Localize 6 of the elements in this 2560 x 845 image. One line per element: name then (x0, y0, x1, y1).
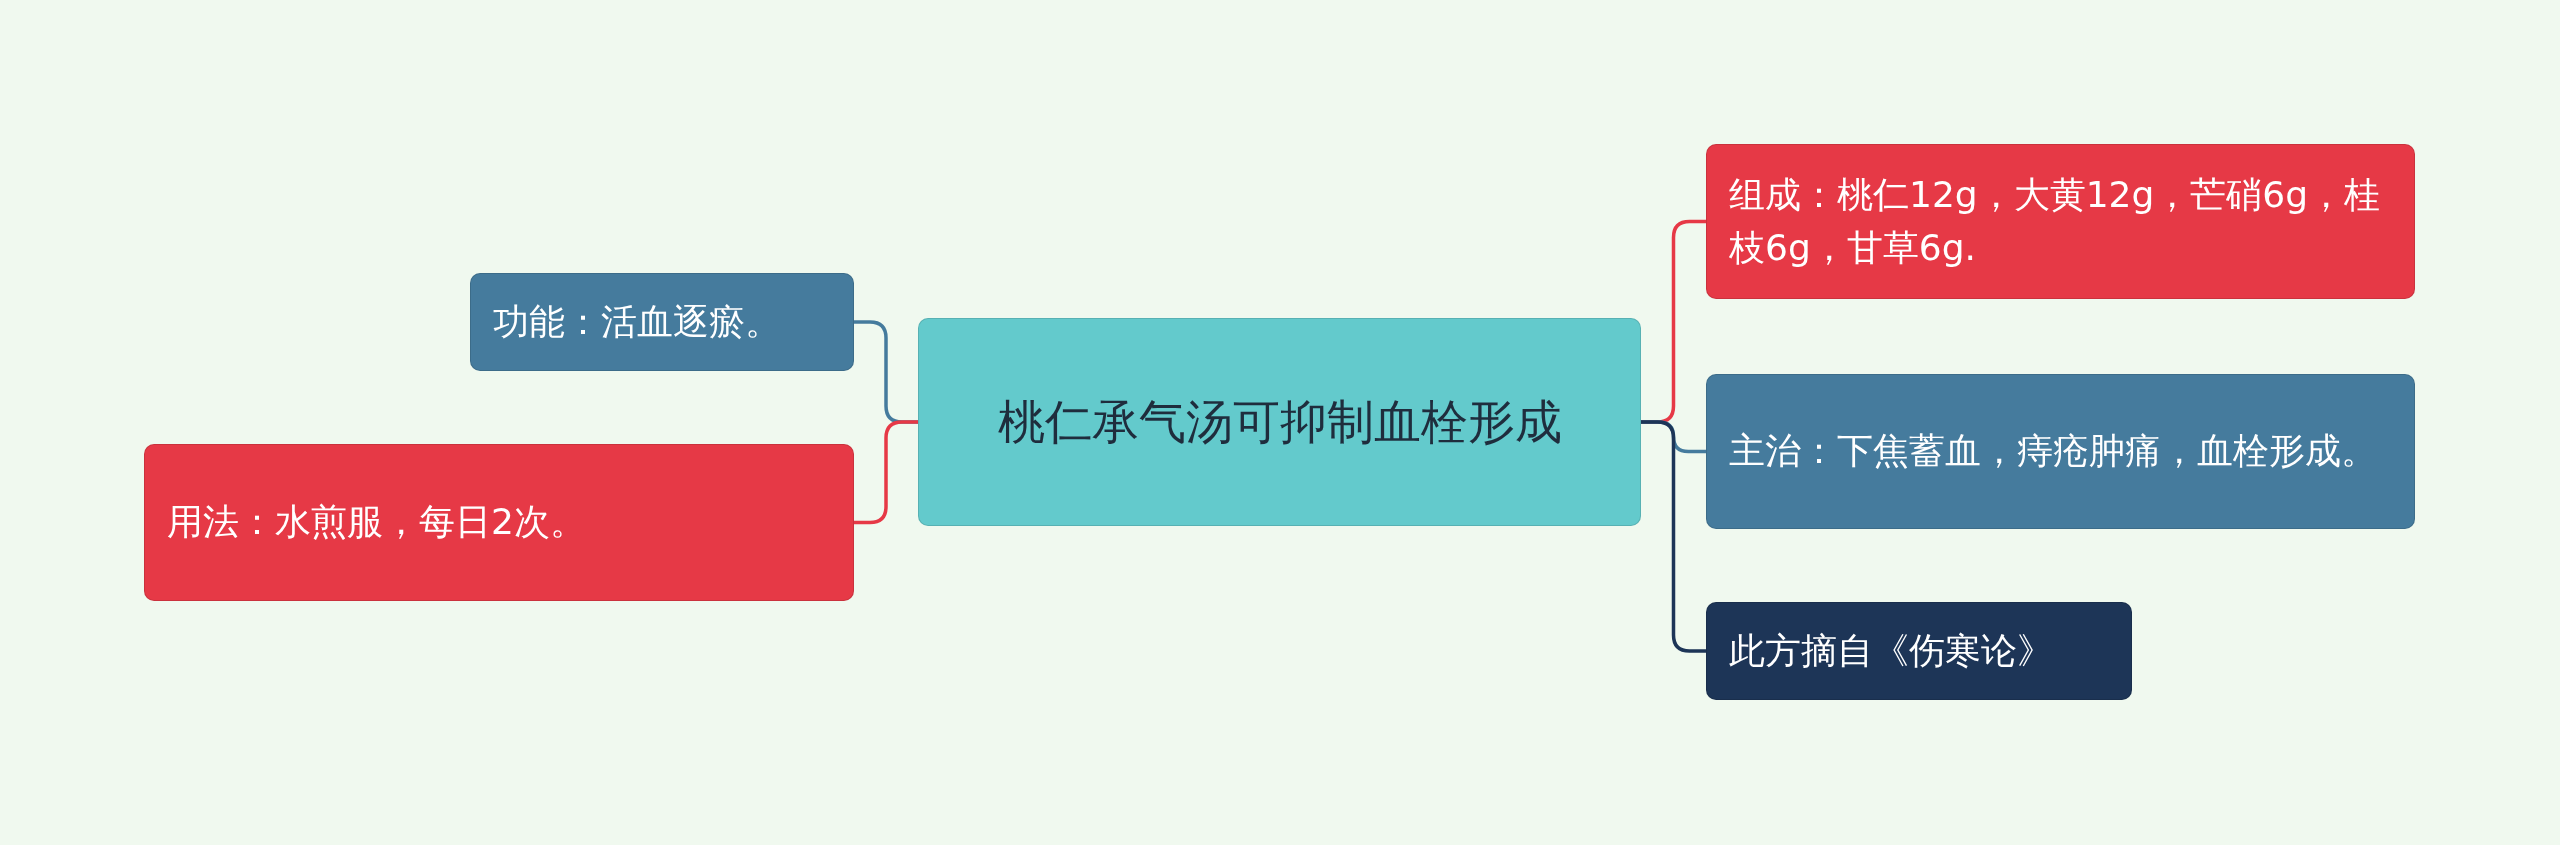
topic-box: 组成：桃仁12g，大黄12g，芒硝6g，桂枝6g，甘草6g. (1706, 144, 2415, 299)
topic-box: 此方摘自《伤寒论》 (1706, 602, 2132, 700)
topic-box: 功能：活血逐瘀。 (470, 273, 854, 371)
topic-box: 用法：水煎服，每日2次。 (144, 444, 854, 601)
central-topic-box: 桃仁承气汤可抑制血栓形成 (918, 318, 1641, 526)
topic-box: 主治：下焦蓄血，痔疮肿痛，血栓形成。 (1706, 374, 2415, 529)
